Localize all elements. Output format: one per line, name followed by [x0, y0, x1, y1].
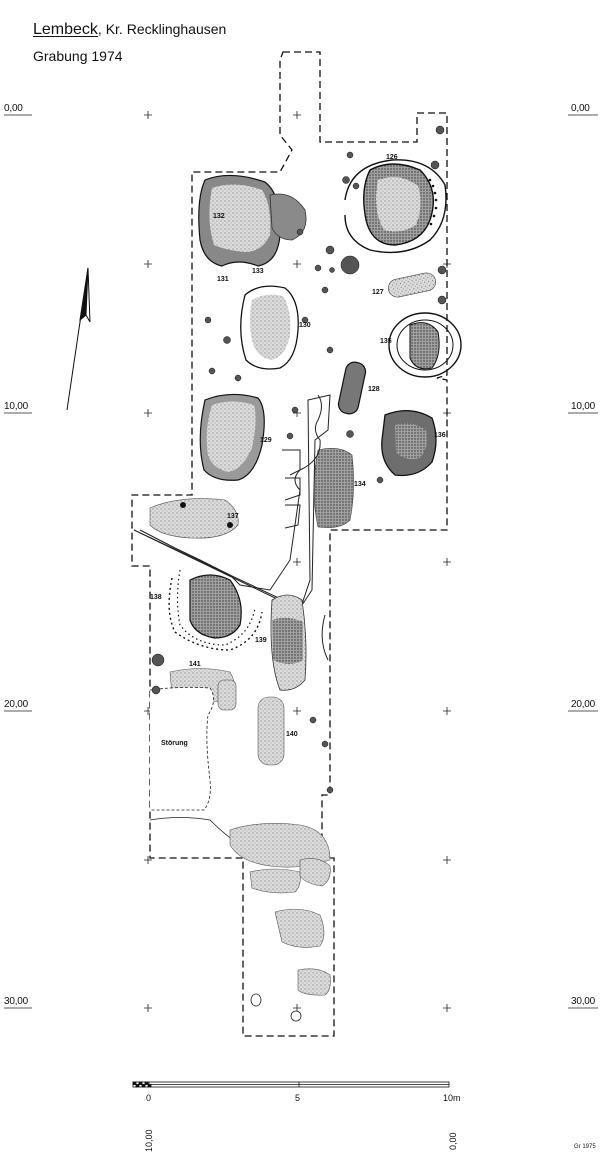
feature-130-pit — [240, 285, 299, 370]
grid-label-left-0: 0,00 — [4, 103, 23, 114]
scale-label-5: 5 — [295, 1093, 301, 1103]
feature-label-141: 141 — [189, 661, 201, 668]
feature-136-pit — [381, 410, 437, 477]
feature-label-130: 130 — [299, 322, 311, 329]
feature-129-pit — [199, 393, 265, 481]
feature-label-138: 138 — [150, 594, 162, 601]
scale-label-10m: 10m — [443, 1093, 461, 1103]
scale-label-0: 0 — [146, 1093, 152, 1103]
feature-132-pit — [198, 174, 307, 267]
grid-label-underlines — [4, 114, 598, 1009]
feature-label-126: 126 — [386, 154, 398, 161]
title-district: , Kr. Recklinghausen — [97, 21, 227, 37]
grid-label-left-30: 30,00 — [4, 996, 29, 1007]
title-place: Lembeck — [33, 21, 98, 38]
feature-label-128: 128 — [368, 386, 380, 393]
grid-label-left-20: 20,00 — [4, 699, 29, 710]
southern-features — [229, 823, 331, 1022]
feature-140-pit — [257, 696, 285, 766]
plan-subtitle: Grabung 1974 — [33, 48, 123, 64]
plan-title: Lembeck, Kr. Recklinghausen — [33, 20, 226, 39]
grid-label-right-30: 30,00 — [571, 996, 596, 1007]
grid-label-right-0: 0,00 — [571, 103, 590, 114]
feature-label-131: 131 — [217, 276, 229, 283]
feature-128-pit — [337, 361, 367, 415]
feature-135-ring — [388, 312, 462, 378]
stoerung-label: Störung — [161, 740, 188, 747]
feature-label-140: 140 — [286, 731, 298, 738]
feature-label-134: 134 — [354, 481, 366, 488]
grid-crosses — [144, 111, 451, 1012]
draftsman-signature: Gr 1975 — [574, 1144, 596, 1150]
disturbance-trench — [133, 394, 331, 611]
grid-label-right-10: 10,00 — [571, 401, 596, 412]
feature-label-133: 133 — [252, 268, 264, 275]
bottom-label-right: 0,00 — [448, 1132, 458, 1150]
feature-137-pit — [149, 498, 239, 539]
feature-label-132: 132 — [213, 213, 225, 220]
feature-label-129: 129 — [260, 437, 272, 444]
grid-label-left-10: 10,00 — [4, 401, 29, 412]
feature-label-136: 136 — [434, 432, 446, 439]
feature-label-127: 127 — [372, 289, 384, 296]
grid-label-right-20: 20,00 — [571, 699, 596, 710]
feature-139-pit — [270, 594, 329, 691]
feature-127-pit — [388, 272, 436, 298]
north-arrow-icon — [66, 267, 91, 411]
feature-label-137: 137 — [227, 513, 239, 520]
scale-bar — [132, 1081, 450, 1088]
stoerung-area — [149, 686, 241, 846]
excavation-boundary — [131, 51, 448, 1037]
feature-label-139: 139 — [255, 637, 267, 644]
feature-134-pit — [313, 448, 354, 528]
feature-126-ring — [344, 159, 447, 254]
bottom-label-left: 10,00 — [144, 1129, 154, 1152]
feature-138-ring — [168, 569, 263, 651]
postholes — [151, 125, 447, 794]
feature-label-135: 135 — [380, 338, 392, 345]
